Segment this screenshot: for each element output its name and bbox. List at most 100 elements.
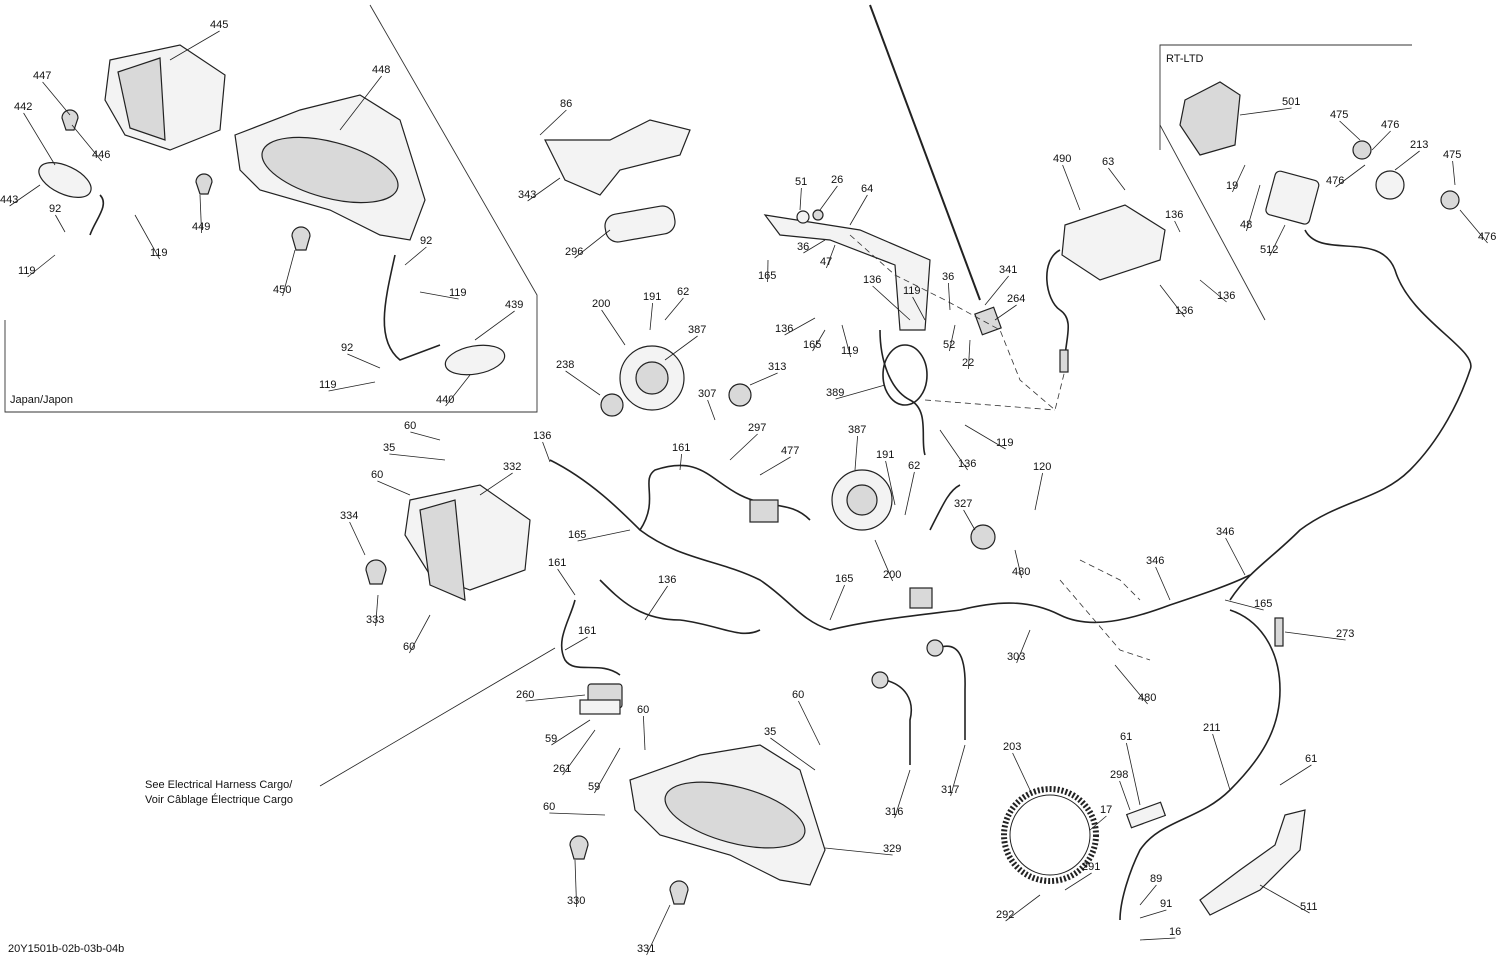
callout-273: 273	[1336, 628, 1354, 640]
callout-200: 200	[592, 298, 610, 310]
callout-165: 165	[1254, 598, 1272, 610]
relay-bracket	[579, 699, 621, 715]
callout-61: 61	[1305, 753, 1317, 765]
callout-leader	[1459, 209, 1488, 244]
sensor-317	[926, 639, 944, 657]
callout-161: 161	[578, 625, 596, 637]
callout-leader	[594, 747, 621, 794]
callout-238: 238	[556, 359, 574, 371]
callout-leader	[27, 254, 56, 278]
callout-47: 47	[820, 256, 832, 268]
callout-leader	[904, 471, 915, 516]
harness-note-line1: See Electrical Harness Cargo/	[145, 779, 293, 791]
callout-36: 36	[942, 271, 954, 283]
callout-60: 60	[792, 689, 804, 701]
callout-leader	[199, 194, 202, 234]
callout-leader	[1224, 599, 1264, 611]
bracket-511	[1199, 809, 1306, 916]
callout-leader	[479, 472, 513, 496]
module-connector	[1059, 349, 1069, 373]
callout-leader	[664, 335, 698, 361]
callout-leader	[812, 329, 826, 352]
callout-leader	[1089, 815, 1107, 831]
callout-480: 480	[1012, 566, 1030, 578]
callout-62: 62	[908, 460, 920, 472]
callout-119: 119	[996, 437, 1014, 449]
callout-leader	[551, 719, 591, 746]
callout-leader	[1016, 629, 1031, 664]
callout-leader	[1199, 279, 1227, 303]
callout-leader	[984, 275, 1009, 306]
callout-leader	[282, 249, 296, 297]
callout-332: 332	[503, 461, 521, 473]
callout-leader	[574, 859, 577, 908]
callout-leader	[419, 291, 459, 300]
callout-leader	[968, 339, 971, 370]
bulb-334	[365, 559, 387, 585]
callout-leader	[42, 81, 71, 116]
callout-476: 476	[1478, 231, 1496, 243]
callout-26: 26	[831, 174, 843, 186]
callout-leader	[1108, 167, 1126, 191]
callout-60: 60	[371, 469, 383, 481]
upper-bracket	[763, 214, 931, 331]
callout-leader	[1269, 224, 1286, 257]
callout-leader	[601, 309, 626, 346]
callout-16: 16	[1169, 926, 1181, 938]
callout-59: 59	[545, 733, 557, 745]
callout-leader	[1259, 884, 1310, 914]
callout-leader	[1394, 150, 1420, 171]
callout-leader	[994, 304, 1017, 321]
callout-leader	[1062, 164, 1081, 211]
callout-leader	[549, 812, 606, 816]
callout-445: 445	[210, 19, 228, 31]
screw-26	[812, 209, 824, 221]
callout-317: 317	[941, 784, 959, 796]
callout-35: 35	[383, 442, 395, 454]
callout-leader	[542, 441, 551, 463]
callout-leader	[9, 184, 41, 207]
callout-119: 119	[449, 287, 467, 299]
callout-leader	[841, 324, 851, 358]
bulb-331	[669, 880, 689, 905]
callout-447: 447	[33, 70, 51, 82]
callout-313: 313	[768, 361, 786, 373]
callout-leader	[389, 453, 446, 461]
parts-layer	[38, 4, 1472, 921]
bulb-330	[569, 835, 589, 860]
callout-165: 165	[835, 573, 853, 585]
japan-inset-label: Japan/Japon	[10, 394, 73, 406]
antenna-mast	[869, 4, 981, 301]
callout-leader	[1232, 164, 1246, 193]
callout-341: 341	[999, 264, 1017, 276]
main-wiring-harness	[549, 459, 1251, 631]
callout-leader	[649, 302, 653, 331]
callout-leader	[819, 185, 838, 211]
callout-477: 477	[781, 445, 799, 457]
accessory-module-501	[1179, 81, 1241, 156]
callout-490: 490	[1053, 153, 1071, 165]
callout-307: 307	[698, 388, 716, 400]
callout-leader	[1114, 664, 1148, 705]
callout-22: 22	[962, 357, 974, 369]
callout-leader	[1212, 733, 1231, 791]
callout-leader	[964, 424, 1006, 450]
callout-165: 165	[803, 339, 821, 351]
callout-leader	[885, 460, 896, 506]
callout-136: 136	[658, 574, 676, 586]
callout-leader	[1139, 884, 1157, 906]
callout-136: 136	[863, 274, 881, 286]
rt-ltd-inset-frame: RT-LTD	[1159, 44, 1412, 321]
turn-signal-lens-left	[419, 499, 466, 601]
connector-harness-mid	[909, 587, 933, 609]
connector-297	[749, 499, 779, 523]
mount-bracket	[544, 119, 691, 196]
callout-512: 512	[1260, 244, 1278, 256]
washer-51	[796, 210, 810, 224]
harness-coil-389	[882, 344, 928, 406]
callout-291: 291	[1082, 861, 1100, 873]
speaker-327	[970, 524, 996, 550]
callout-leader	[963, 509, 976, 531]
clamp-213	[1375, 170, 1405, 200]
callout-119: 119	[903, 285, 921, 297]
